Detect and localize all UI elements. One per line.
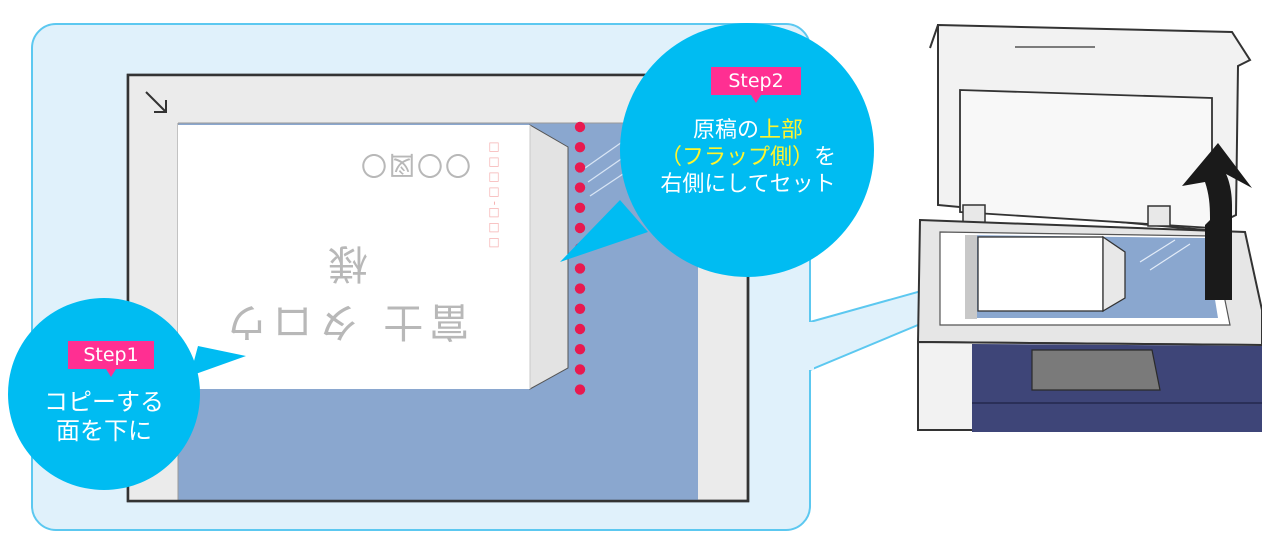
corner-arrow-icon <box>145 91 167 113</box>
envelope-postal: □□□-□□□□ <box>487 140 501 251</box>
flap-edge-dot <box>574 142 586 153</box>
envelope <box>178 125 530 389</box>
lift-arrow-icon <box>1182 143 1252 300</box>
flap-edge-dot <box>574 384 586 395</box>
flap-edge-dot <box>574 283 586 294</box>
envelope-name: 富士 タロウ 様 <box>220 240 470 344</box>
step2-bubble <box>560 23 874 277</box>
flap-edge-dot <box>574 364 586 375</box>
envelope-flap <box>529 124 569 390</box>
step2-line2-b: を <box>814 144 837 170</box>
step2-line3: 右側にしてセット <box>660 171 836 197</box>
step2-line1-a: 原稿の <box>692 118 759 143</box>
flap-edge-dot <box>574 222 586 234</box>
step2-line1-b: 上部 <box>759 118 804 143</box>
step2-text: 原稿の上部 （フラップ側）を 右側にしてセット <box>630 118 866 198</box>
flap-edge-dot <box>574 344 586 355</box>
step1-text: コピーする 面を下に <box>14 388 194 447</box>
step2-line2-a: （フラップ側） <box>659 144 814 170</box>
step1-tag: Step1 <box>68 341 154 377</box>
flap-edge-dot <box>574 182 586 193</box>
step1-line2: 面を下に <box>56 417 152 446</box>
copier-machine <box>916 23 1262 432</box>
step2-tag: Step2 <box>711 67 801 103</box>
flap-edge-dot <box>574 202 586 213</box>
flap-edge-dot <box>574 162 586 173</box>
step1-line1: コピーする <box>44 388 164 416</box>
flap-edge-dot <box>574 303 586 314</box>
flap-edge-dot <box>574 323 586 335</box>
flap-edge-dot <box>574 121 586 133</box>
flap-edge-dot <box>574 263 586 274</box>
envelope-suffix: 〇〇図〇 <box>359 149 472 179</box>
